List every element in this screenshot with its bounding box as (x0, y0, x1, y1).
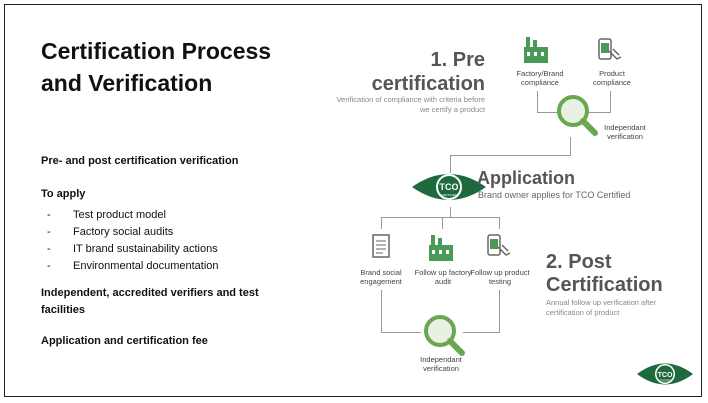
connector-line (450, 155, 451, 173)
to-apply-heading: To apply (41, 188, 86, 200)
connector-line (499, 290, 500, 332)
connector-line (610, 91, 611, 113)
connector-line (463, 332, 500, 333)
post-certification-description: Annual follow up verification after cert… (546, 298, 657, 317)
connector-line (450, 155, 571, 156)
tco-certified-logo: TCO CERTIFIED (637, 363, 693, 385)
pre-certification-heading: 1. Pre certification (371, 49, 485, 95)
connector-line (537, 91, 538, 113)
factory-icon (429, 235, 453, 261)
factory-icon (524, 37, 548, 63)
application-description: Brand owner applies for TCO Certified (478, 190, 631, 200)
connector-line (450, 207, 451, 217)
pre-verification-label: Independant verification (604, 123, 646, 141)
svg-text:TCO: TCO (658, 372, 673, 379)
connector-line (589, 112, 611, 113)
connector-line (537, 112, 559, 113)
post-certification-heading: 2. Post Certification (546, 251, 663, 296)
verifiers-text: Independent, accredited verifiers and te… (41, 287, 259, 316)
product-test-icon (598, 38, 622, 60)
to-apply-list: -Test product model -Factory social audi… (41, 207, 219, 275)
document-icon (372, 234, 390, 258)
list-item: -Environmental documentation (47, 260, 219, 272)
product-compliance-label: Product compliance (593, 69, 631, 87)
magnifier-icon (557, 95, 598, 136)
connector-line (570, 137, 571, 155)
magnifier-icon (424, 315, 465, 356)
connector-line (499, 217, 500, 229)
brand-social-label: Brand social engagement (360, 268, 402, 286)
pre-certification-description: Verification of compliance with criteria… (336, 95, 485, 114)
svg-text:CERTIFIED: CERTIFIED (659, 380, 672, 383)
list-item: -Test product model (47, 209, 166, 221)
slide: Certification Process and Verification P… (4, 4, 702, 397)
svg-text:TCO: TCO (440, 182, 459, 192)
factory-brand-label: Factory/Brand compliance (516, 69, 564, 87)
connector-line (442, 217, 443, 229)
connector-line (381, 217, 382, 229)
product-testing-label: Follow up product testing (470, 268, 530, 286)
connector-line (381, 217, 499, 218)
connector-line (381, 332, 421, 333)
slide-title: Certification Process and Verification (41, 38, 272, 96)
fee-text: Application and certification fee (41, 335, 208, 347)
verification-subtitle: Pre- and post certification verification (41, 155, 239, 167)
svg-text:CERTIFIED: CERTIFIED (441, 193, 458, 197)
application-heading: Application (477, 168, 575, 188)
product-test-icon (487, 234, 511, 256)
factory-audit-label: Follow up factory audit (414, 268, 472, 286)
list-item: -IT brand sustainability actions (47, 243, 218, 255)
connector-line (381, 290, 382, 332)
tco-certified-logo: TCO CERTIFIED (412, 174, 486, 200)
list-item: -Factory social audits (47, 226, 174, 238)
post-verification-label: Independant verification (420, 355, 462, 373)
